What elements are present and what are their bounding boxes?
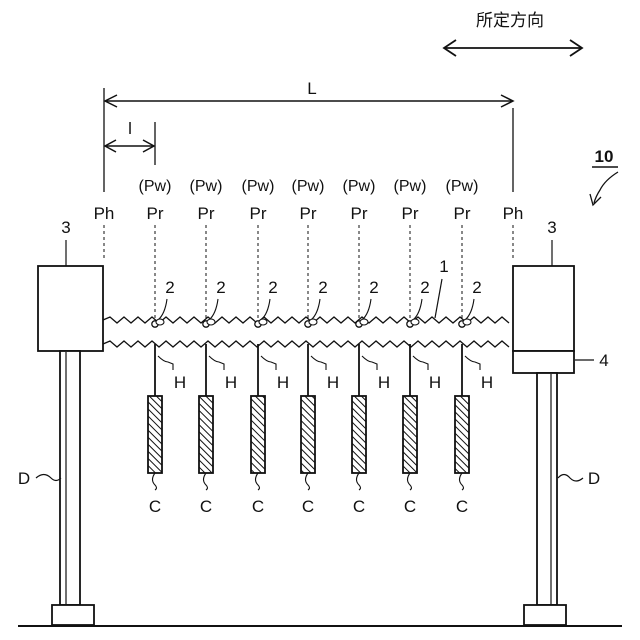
support-box-left bbox=[38, 266, 103, 351]
assembly-ref-label: 10 bbox=[595, 147, 614, 166]
station: (Pw) Pr 2H C bbox=[242, 178, 290, 516]
holder-point-leader bbox=[465, 299, 474, 320]
stand-leader-right bbox=[558, 475, 583, 482]
coil bbox=[199, 396, 213, 473]
support-box-label-left: 3 bbox=[61, 218, 70, 237]
coil bbox=[148, 396, 162, 473]
wave-point-label: (Pw) bbox=[446, 178, 479, 195]
wave-point-label: (Pw) bbox=[242, 178, 275, 195]
support-box-right bbox=[513, 266, 574, 351]
station: (Pw) Pr 2H C bbox=[394, 178, 442, 516]
hanger-leader bbox=[261, 356, 276, 370]
holder-point-label: 2 bbox=[216, 278, 225, 297]
hanger-label: H bbox=[481, 373, 493, 392]
stand-right bbox=[537, 373, 557, 605]
coil-label: C bbox=[149, 497, 161, 516]
support-box-label-right: 3 bbox=[547, 218, 556, 237]
coil-leader bbox=[256, 473, 260, 490]
holder-point-label: 2 bbox=[165, 278, 174, 297]
wave-point-label: (Pw) bbox=[190, 178, 223, 195]
dimension-L-label: L bbox=[307, 79, 316, 98]
hanger-label: H bbox=[429, 373, 441, 392]
point-label: Pr bbox=[198, 204, 215, 223]
dimension-l-label: l bbox=[128, 119, 132, 138]
extra-block-label: 4 bbox=[599, 351, 608, 370]
extra-block bbox=[513, 351, 574, 373]
coil-label: C bbox=[252, 497, 264, 516]
point-label: Pr bbox=[402, 204, 419, 223]
holder-oval bbox=[309, 319, 317, 325]
hanger-label: H bbox=[327, 373, 339, 392]
wave-point-label: (Pw) bbox=[139, 178, 172, 195]
assembly-ref-leader bbox=[594, 172, 618, 203]
coil-leader bbox=[204, 473, 208, 490]
holder-point-leader bbox=[362, 299, 371, 320]
coil-leader bbox=[357, 473, 361, 490]
coil-leader bbox=[153, 473, 157, 490]
hanger-leader bbox=[209, 356, 224, 370]
end-point-label-right: Ph bbox=[503, 204, 524, 223]
yarn-label: 1 bbox=[439, 257, 448, 276]
hanger-leader bbox=[413, 356, 428, 370]
coil bbox=[352, 396, 366, 473]
holder-point-label: 2 bbox=[318, 278, 327, 297]
holder-point-label: 2 bbox=[420, 278, 429, 297]
stand-left bbox=[60, 351, 80, 605]
coil-leader bbox=[460, 473, 464, 490]
holder-oval bbox=[207, 319, 215, 325]
point-label: Pr bbox=[454, 204, 471, 223]
holder-point-leader bbox=[261, 299, 270, 320]
holder-oval bbox=[411, 319, 419, 325]
holder-oval bbox=[259, 319, 267, 325]
stand-leader-left bbox=[36, 475, 61, 481]
coil bbox=[403, 396, 417, 473]
holder-oval bbox=[360, 319, 368, 325]
coil bbox=[301, 396, 315, 473]
stand-left-base bbox=[52, 605, 94, 625]
direction-label: 所定方向 bbox=[476, 11, 544, 30]
station: (Pw) Pr 2H C bbox=[190, 178, 238, 516]
hanger-leader bbox=[311, 356, 326, 370]
hanger-leader bbox=[362, 356, 377, 370]
point-label: Pr bbox=[300, 204, 317, 223]
wave-point-label: (Pw) bbox=[292, 178, 325, 195]
hanger-label: H bbox=[225, 373, 237, 392]
point-label: Pr bbox=[351, 204, 368, 223]
holder-oval bbox=[156, 319, 164, 325]
hanger-leader bbox=[465, 356, 480, 370]
holder-point-label: 2 bbox=[369, 278, 378, 297]
point-label: Pr bbox=[147, 204, 164, 223]
hanger-label: H bbox=[277, 373, 289, 392]
point-label: Pr bbox=[250, 204, 267, 223]
coil-label: C bbox=[302, 497, 314, 516]
yarn-leader bbox=[435, 279, 442, 318]
wave-point-label: (Pw) bbox=[343, 178, 376, 195]
end-point-label-left: Ph bbox=[94, 204, 115, 223]
coil-label: C bbox=[353, 497, 365, 516]
coil-leader bbox=[306, 473, 310, 490]
holder-point-label: 2 bbox=[472, 278, 481, 297]
coil-leader bbox=[408, 473, 412, 490]
coil-label: C bbox=[200, 497, 212, 516]
hanger-label: H bbox=[174, 373, 186, 392]
coil-label: C bbox=[456, 497, 468, 516]
holder-point-leader bbox=[209, 299, 218, 320]
stand-label-right: D bbox=[588, 469, 600, 488]
stand-right-base bbox=[524, 605, 566, 625]
holder-point-leader bbox=[311, 299, 320, 320]
coil bbox=[251, 396, 265, 473]
hanger-leader bbox=[158, 356, 173, 370]
wave-point-label: (Pw) bbox=[394, 178, 427, 195]
holder-point-label: 2 bbox=[268, 278, 277, 297]
yarn-bottom-edge bbox=[103, 341, 509, 347]
stand-label-left: D bbox=[18, 469, 30, 488]
coil bbox=[455, 396, 469, 473]
coil-label: C bbox=[404, 497, 416, 516]
hanger-label: H bbox=[378, 373, 390, 392]
holder-oval bbox=[463, 319, 471, 325]
direction-arrow bbox=[444, 40, 582, 56]
